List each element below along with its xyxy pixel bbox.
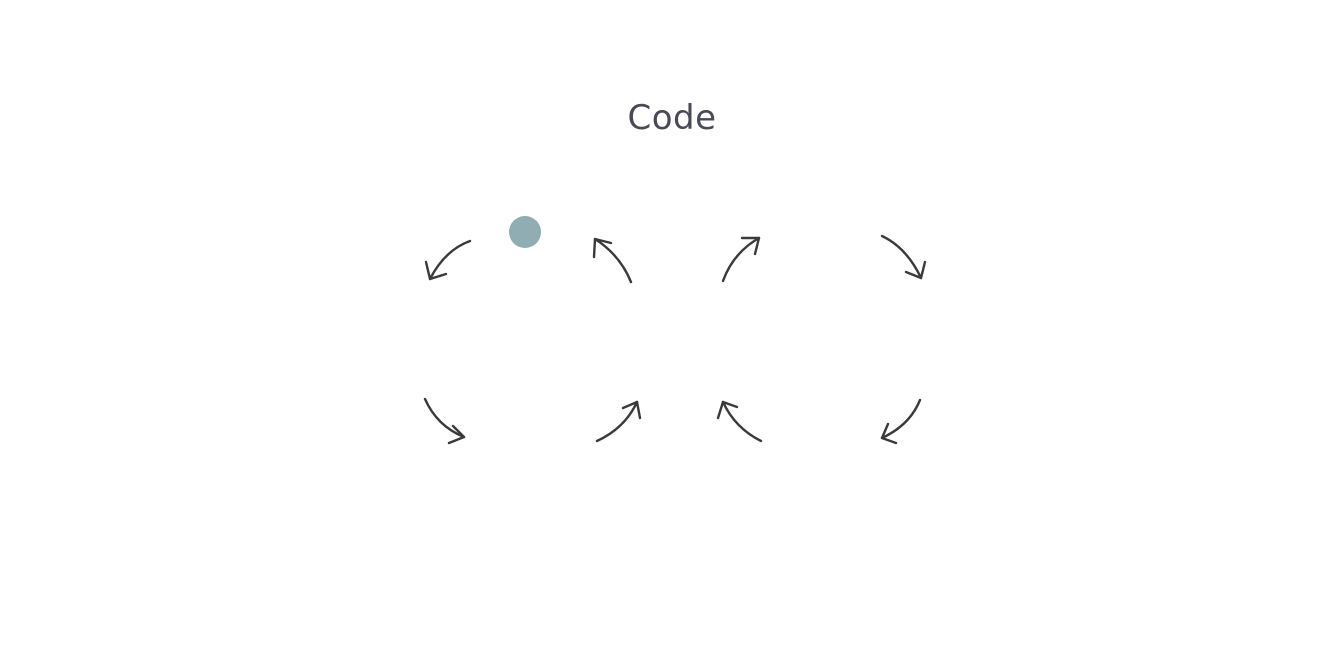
arrow-top-4-icon [880, 234, 927, 280]
cursor-dot [509, 216, 541, 248]
arrow-top-2-icon [592, 237, 633, 284]
arrow-bottom-2-icon [595, 400, 642, 443]
arrow-bottom-4-icon [880, 398, 922, 445]
arrow-bottom-3-icon [716, 400, 763, 443]
arrow-top-1-icon [424, 239, 472, 281]
page-title: Code [627, 98, 717, 138]
arrow-bottom-1-icon [423, 397, 466, 445]
arrow-top-3-icon [721, 236, 761, 283]
